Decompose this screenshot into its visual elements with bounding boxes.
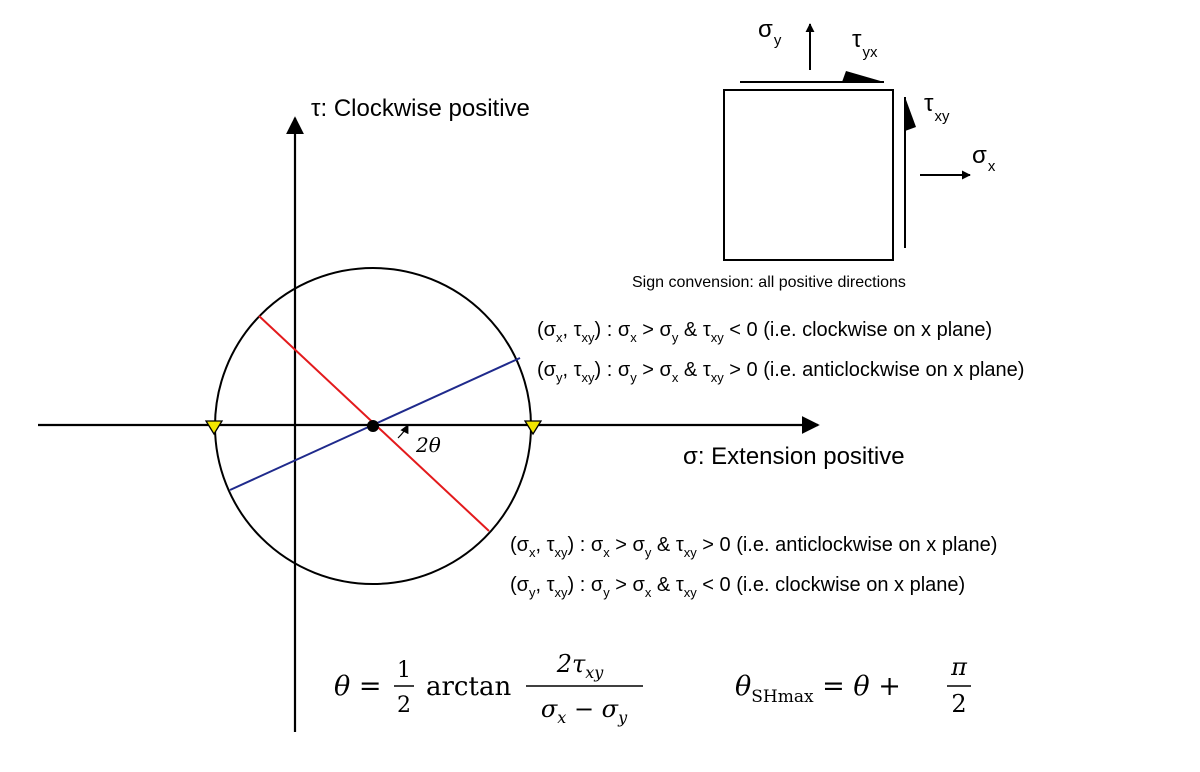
circle-center-point — [367, 420, 379, 432]
annotation-top-line-1: (σx, τxy) : σx > σy & τxy < 0 (i.e. cloc… — [537, 319, 992, 345]
stress-element-square — [723, 89, 894, 261]
principal-stress-marker-left — [204, 420, 224, 436]
principal-stress-marker-right — [523, 420, 543, 436]
angle-arc — [397, 424, 409, 439]
theta-shmax-equation: θSHmax = θ + π 2 — [735, 653, 971, 718]
annotation-bottom-line-1: (σx, τxy) : σx > σy & τxy > 0 (i.e. anti… — [510, 534, 997, 560]
theta-equation: θ = 1 2 arctan 2τxy σx − σy — [334, 650, 643, 727]
annotation-bottom-line-2: (σy, τxy) : σy > σx & τxy < 0 (i.e. cloc… — [510, 574, 965, 600]
sigma-y-label: σy — [758, 16, 782, 49]
svg-text:θSHmax = θ +: θSHmax = θ + — [735, 671, 901, 707]
sigma-axis-label: σ: Extension positive — [683, 443, 905, 470]
tau-yx-arrowhead — [842, 71, 884, 82]
svg-text:1: 1 — [397, 658, 411, 683]
svg-text:σx − σy: σx − σy — [541, 695, 628, 727]
annotation-top-line-2: (σy, τxy) : σy > σx & τxy > 0 (i.e. anti… — [537, 359, 1024, 385]
tau-xy-arrowhead — [905, 97, 916, 131]
tau-xy-label: τxy — [924, 90, 950, 125]
sigma-x-label: σx — [972, 142, 996, 175]
tau-axis-label: τ: Clockwise positive — [311, 95, 530, 122]
svg-text:arctan: arctan — [426, 672, 511, 702]
tau-yx-label: τyx — [852, 26, 878, 61]
svg-text:θ =: θ = — [334, 671, 381, 702]
angle-label: 2θ — [415, 433, 441, 457]
svg-text:2: 2 — [951, 690, 966, 718]
svg-text:2: 2 — [397, 693, 411, 718]
svg-text:π: π — [950, 653, 968, 681]
svg-text:2τxy: 2τxy — [556, 650, 605, 682]
sign-convention-caption: Sign convension: all positive directions — [632, 274, 906, 291]
